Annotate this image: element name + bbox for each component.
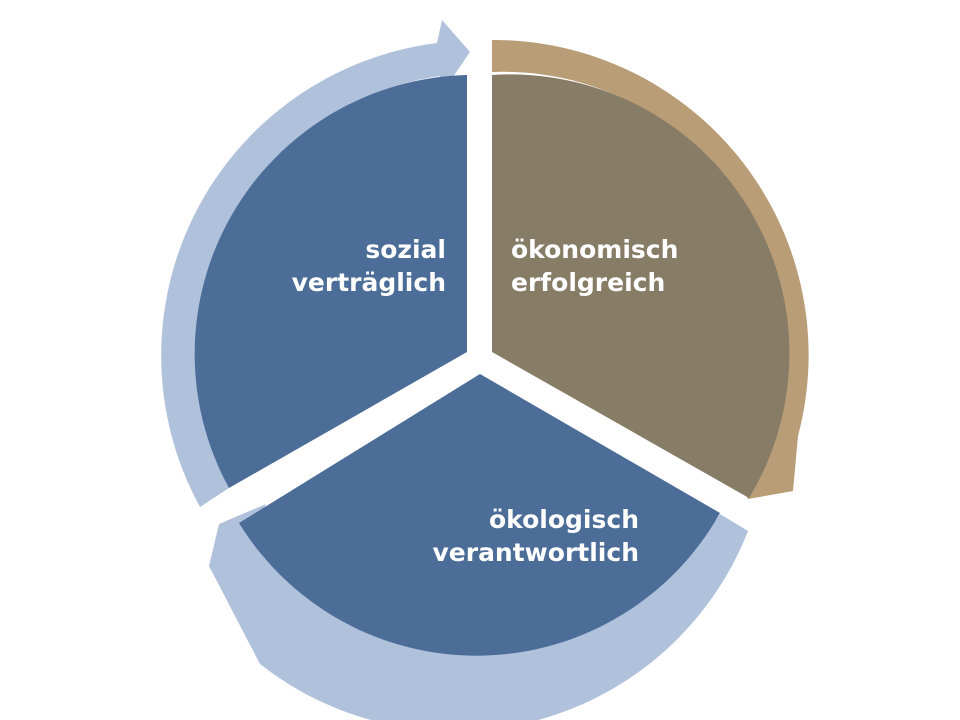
- label-oekologisch-line1: ökologisch: [489, 505, 639, 534]
- label-oekonomisch-line1: ökonomisch: [511, 235, 678, 264]
- label-sozial-line2: verträglich: [292, 268, 446, 297]
- label-oekologisch-line2: verantwortlich: [432, 538, 639, 567]
- arrow-oekologisch: [209, 504, 748, 720]
- arrow-sozial: [161, 20, 470, 507]
- segment-oekologisch: [239, 374, 720, 656]
- segment-sozial: [194, 75, 467, 488]
- label-sozial-line1: sozial: [365, 235, 446, 264]
- label-oekonomisch-line2: erfolgreich: [511, 268, 665, 297]
- segment-oekonomisch: [492, 74, 790, 498]
- arrow-oekonomisch: [492, 39, 809, 499]
